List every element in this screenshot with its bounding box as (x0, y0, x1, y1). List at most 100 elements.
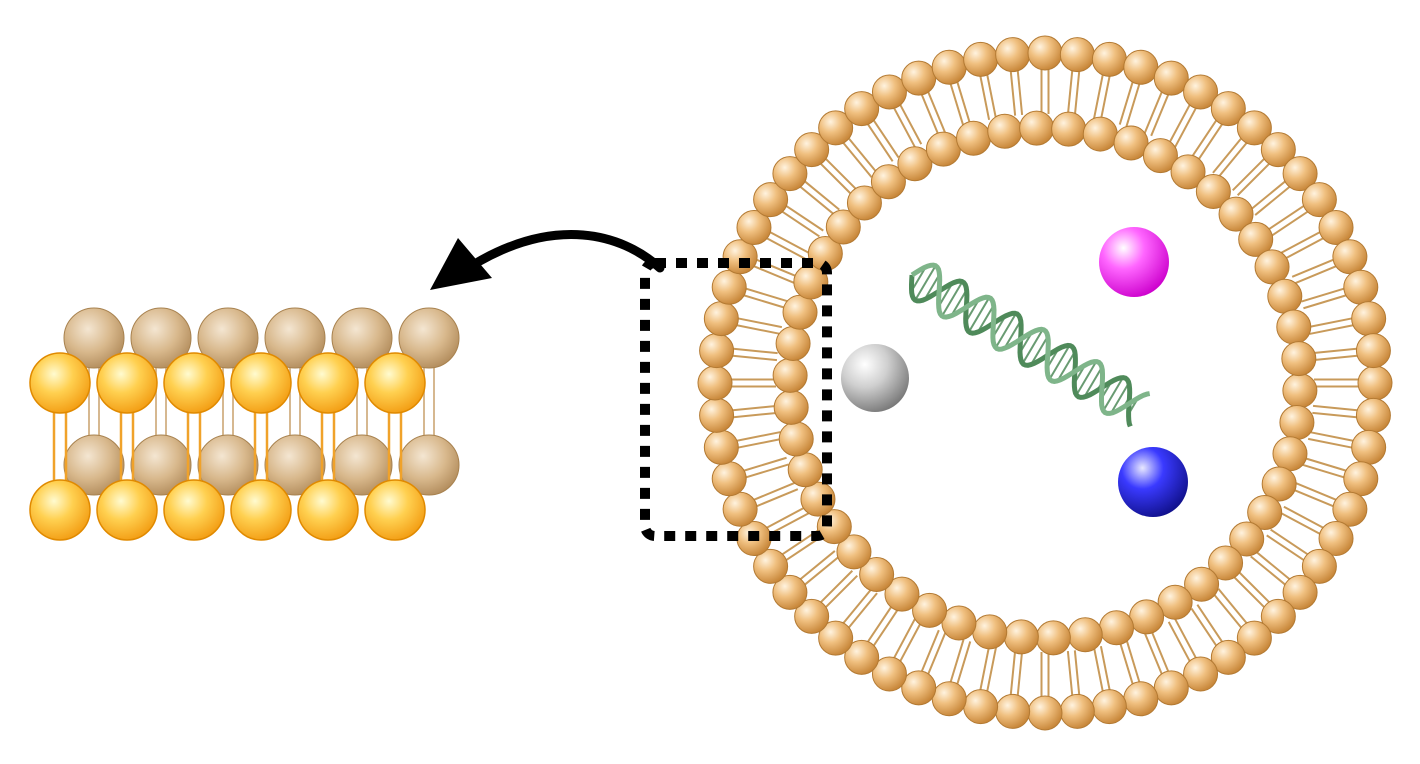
lipid-tail (754, 488, 799, 509)
lipid-tail (926, 89, 947, 134)
dna-base-pair (1003, 320, 1022, 349)
dna-base-pair (1075, 361, 1098, 396)
lipid-tail (1167, 102, 1192, 145)
lipid-head (1091, 689, 1127, 725)
lipid-tail (1167, 621, 1192, 664)
lipid-head (987, 113, 1023, 149)
lipid-head (1091, 41, 1127, 77)
lipid-head (736, 209, 772, 245)
lipid-head (995, 37, 1031, 73)
lipid-head (1254, 249, 1290, 285)
lipid-head (1027, 35, 1063, 71)
lipid-tail (1190, 608, 1219, 649)
lipid-head (794, 132, 830, 168)
lipid-tail (1009, 68, 1017, 116)
dna-base-pair (1030, 335, 1049, 366)
lipid-head-front (230, 479, 292, 541)
lipid-head-back (197, 307, 259, 369)
lipid-tail (919, 629, 940, 674)
lipid-tail (1073, 68, 1081, 116)
lipid-tail (783, 203, 824, 232)
lipid-tail (797, 184, 836, 216)
lipid-tail (1099, 73, 1112, 121)
lipid-tail (751, 481, 796, 502)
lipid-tail (735, 437, 783, 450)
lipid-head (800, 481, 836, 517)
lipid-tail (1283, 505, 1326, 530)
lipid-tail (1280, 230, 1323, 254)
lipid-head (1208, 545, 1244, 581)
lipid-head (1276, 309, 1312, 345)
lipid-head-back (398, 307, 460, 369)
lipid-head-back (130, 434, 192, 496)
lipid-tail (1196, 604, 1225, 645)
lipid-tail (1280, 512, 1323, 536)
lipid-head-back (130, 307, 192, 369)
lipid-tail (1291, 257, 1336, 278)
lipid-tail (1009, 650, 1017, 698)
lipid-head (956, 120, 992, 156)
lipid-tail (730, 354, 778, 362)
lipid-head (1301, 182, 1337, 218)
lipid-head (1035, 620, 1071, 656)
lipid-head (775, 325, 811, 361)
lipid-head (846, 185, 882, 221)
lipid-tail (1150, 629, 1171, 674)
lipid-tail (841, 140, 873, 178)
lipid-head-back (63, 434, 125, 496)
dna-base-pair (1021, 328, 1044, 364)
dna-base-pair (1056, 351, 1076, 382)
lipid-tail (779, 209, 820, 238)
lipid-tail (1303, 456, 1349, 473)
lipid-head-front (230, 352, 292, 414)
lipid-tail (734, 431, 781, 443)
lipid-tail (1307, 437, 1355, 450)
lipid-tail (865, 121, 894, 162)
dna-base-pair (994, 313, 1017, 349)
lipid-head-front (364, 352, 426, 414)
lipid-head (1355, 397, 1391, 433)
lipid-tail (1270, 528, 1311, 557)
dna-base-pair (1102, 377, 1124, 412)
lipid-head-back (331, 434, 393, 496)
lipid-head-back (63, 307, 125, 369)
lipid-tail (1266, 534, 1307, 563)
lipid-tail (1118, 641, 1135, 687)
lipid-tail (1250, 179, 1288, 211)
dna-base-pair (1110, 382, 1130, 414)
lipid-head (870, 164, 906, 200)
outer-lipid-heads (697, 35, 1393, 731)
lipid-tail (955, 641, 972, 687)
lipid-head (699, 397, 735, 433)
lipid-head (1351, 301, 1387, 337)
lipid-head-front (29, 352, 91, 414)
lipid-tail (1270, 209, 1311, 238)
lipid-head (1003, 619, 1039, 655)
lipid-head (722, 491, 758, 527)
lipid-tail (1093, 72, 1105, 119)
lipid-head-back (264, 434, 326, 496)
lipid-tail (823, 156, 858, 192)
dna-base-pair (977, 304, 995, 333)
lipid-tail (1312, 411, 1360, 419)
lipid-head (1051, 111, 1087, 147)
lipid-tail (1307, 316, 1355, 329)
lipid-head (818, 110, 854, 146)
lipid-head (818, 620, 854, 656)
lipid-head (1260, 132, 1296, 168)
lipid-head (931, 49, 967, 85)
lipid-head (1272, 436, 1308, 472)
lipid-tail (1066, 68, 1074, 116)
lipid-head (897, 146, 933, 182)
dna-base-pair (1083, 366, 1103, 398)
lipid-head (844, 91, 880, 127)
lipid-tail (1312, 354, 1360, 362)
lipid-tail (955, 79, 972, 125)
lipid-tail (1093, 647, 1105, 694)
lipid-head (773, 389, 809, 425)
lipid-tail (841, 588, 873, 626)
lipid-head (836, 534, 872, 570)
lipid-tail (892, 618, 916, 661)
lipid-tail (1309, 431, 1356, 443)
lipid-head (1059, 37, 1095, 73)
